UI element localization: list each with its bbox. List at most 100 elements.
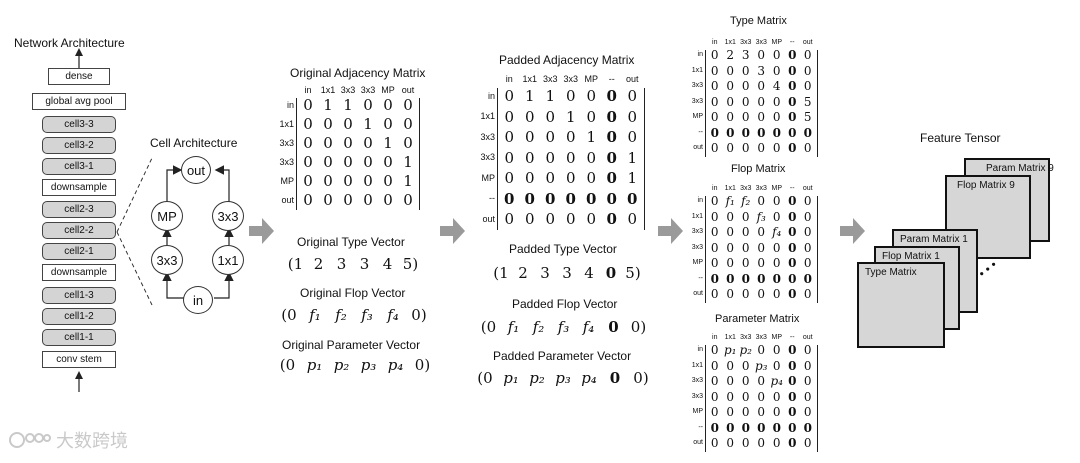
matrix-cell: 0 [323, 134, 333, 152]
matrix-cell: 0 [504, 189, 515, 208]
original-adjacency-matrix-title: Original Adjacency Matrix [290, 66, 426, 80]
matrix-cell: 0 [726, 240, 735, 255]
matrix-cell: 0 [803, 271, 812, 286]
matrix-cell: 0 [504, 107, 515, 126]
matrix-cell: 0 [627, 189, 638, 208]
row-header: out [693, 439, 703, 447]
matrix-cell: 0 [726, 256, 735, 270]
vector-entry: 4 [584, 264, 594, 282]
vector-entry: (0 [480, 318, 497, 336]
row-header: -- [698, 128, 703, 136]
matrix-cell: 0 [726, 63, 735, 78]
row-header: out [693, 290, 703, 298]
matrix-brackets [497, 88, 645, 230]
matrix-cell: 0 [772, 343, 781, 357]
matrix-cell: 0 [524, 107, 535, 126]
matrix-cell: 0 [710, 79, 719, 93]
orig-type-title: Original Type Vector [297, 235, 405, 249]
matrix-cell: 0 [504, 148, 515, 167]
matrix-cell: 0 [504, 210, 515, 228]
row-header: 3x3 [691, 97, 703, 105]
column-header: MP [771, 334, 783, 341]
matrix-cell: f₁ [725, 194, 735, 208]
matrix-cell: 0 [803, 420, 812, 435]
matrix-cell: 0 [726, 358, 735, 373]
matrix-cell: 1 [403, 153, 413, 171]
matrix-cell: 0 [741, 287, 750, 301]
matrix-cell: 0 [586, 210, 597, 228]
matrix-cell: 0 [772, 358, 781, 373]
matrix-cell: 0 [323, 191, 333, 209]
matrix-cell: 0 [741, 209, 750, 224]
network-block: cell1-2 [42, 308, 116, 325]
matrix-cell: 0 [545, 128, 556, 146]
matrix-cell: 0 [757, 271, 766, 286]
matrix-cell: 5 [803, 94, 812, 109]
matrix-cell: 0 [710, 141, 719, 155]
matrix-cell: 0 [710, 343, 719, 357]
vector-entry: p₁ [503, 369, 519, 387]
padded-type-title: Padded Type Vector [509, 242, 617, 256]
matrix-cell: 0 [788, 141, 797, 155]
matrix-cell: 0 [757, 48, 766, 62]
vector-entry: p₃ [555, 369, 571, 387]
matrix-cell: 0 [586, 169, 597, 187]
matrix-cell: 0 [627, 87, 638, 105]
vector-entry: p₂ [529, 369, 545, 387]
matrix-cell: 0 [710, 405, 719, 419]
flop-matrix-title: Flop Matrix [731, 163, 786, 175]
matrix-cell: 0 [788, 240, 797, 255]
matrix-cell: f₄ [772, 225, 782, 239]
matrix-cell: 0 [772, 48, 781, 62]
row-header: in [286, 100, 294, 110]
column-header: 3x3 [740, 185, 752, 192]
matrix-cell: p₄ [770, 374, 784, 388]
matrix-cell: 0 [524, 189, 535, 208]
matrix-cell: 0 [788, 110, 797, 124]
matrix-cell: 0 [524, 148, 535, 167]
matrix-cell: 0 [741, 94, 750, 109]
matrix-cell: 0 [772, 94, 781, 109]
network-block: cell2-2 [42, 222, 116, 239]
row-header: 3x3 [691, 392, 703, 400]
matrix-cell: 0 [726, 405, 735, 419]
network-block: cell2-3 [42, 201, 116, 218]
vector-entry: 5) [625, 264, 641, 282]
matrix-cell: 0 [383, 172, 393, 190]
matrix-cell: 0 [343, 153, 353, 171]
padded-param-title: Padded Parameter Vector [493, 349, 632, 363]
matrix-cell: 0 [757, 287, 766, 301]
matrix-cell: 0 [788, 271, 797, 286]
column-header: out [401, 85, 415, 95]
row-header: 1x1 [691, 361, 703, 369]
network-arrows [75, 48, 83, 392]
matrix-cell: 0 [757, 94, 766, 109]
matrix-cell: 0 [710, 63, 719, 78]
vector-entry: f₂ [335, 306, 347, 324]
vector-entry: f₄ [582, 318, 595, 336]
matrix-cell: 0 [741, 389, 750, 404]
vector-entry: (0 [477, 369, 493, 387]
matrix-cell: 0 [710, 94, 719, 109]
matrix-cell: 0 [403, 134, 413, 152]
matrix-cell: 1 [363, 115, 373, 133]
orig-param-title: Original Parameter Vector [282, 338, 421, 352]
matrix-cell: 0 [803, 287, 812, 301]
matrix-cell: 0 [565, 148, 576, 167]
matrix-cell: 0 [726, 374, 735, 388]
row-header: -- [698, 423, 703, 431]
matrix-cell: 0 [524, 169, 535, 187]
vector-entry: (1 [493, 264, 509, 282]
matrix-cell: 0 [772, 420, 781, 435]
matrix-cell: 0 [803, 256, 812, 270]
matrix-brackets [705, 50, 818, 157]
matrix-cell: 0 [710, 125, 719, 140]
vector-entry: (0 [279, 356, 296, 374]
cell-title: Cell Architecture [150, 136, 238, 150]
matrix-cell: 0 [545, 169, 556, 187]
matrix-cell: 0 [343, 191, 353, 209]
network-block: cell3-3 [42, 116, 116, 133]
matrix-cell: 0 [303, 134, 313, 152]
network-block: global avg pool [32, 93, 126, 110]
